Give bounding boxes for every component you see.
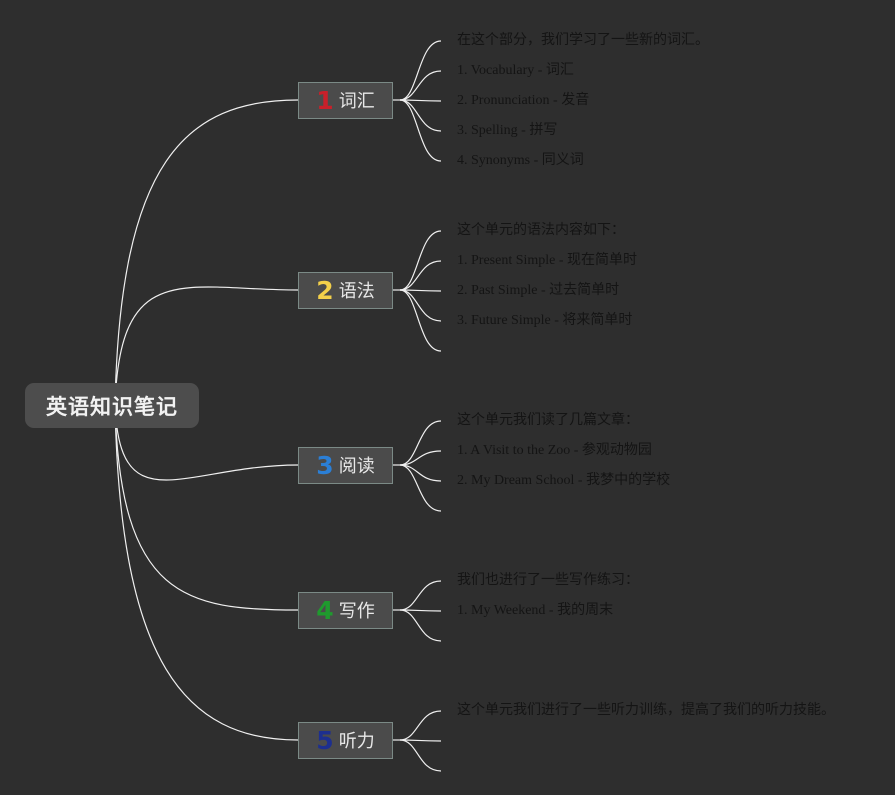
leaf-connector-4-3	[399, 609, 442, 642]
leaf-connector-1-2	[399, 70, 442, 101]
number-badge-icon: 1	[316, 85, 334, 115]
number-badge-icon: 5	[316, 725, 334, 755]
leaf-text[interactable]: 在这个部分，我们学习了一些新的词汇。	[457, 33, 709, 48]
leaf-text[interactable]: 我们也进行了一些写作练习：	[457, 573, 639, 588]
leaf-connector-5-1	[399, 710, 442, 741]
leaf-connector-2-1	[399, 230, 442, 291]
leaf-connector-1-5	[399, 99, 442, 162]
root-connector-3	[114, 404, 299, 481]
number-badge-icon: 3	[316, 450, 334, 480]
leaf-text[interactable]: 4. Synonyms - 同义词	[457, 153, 584, 168]
branch-label: 听力	[338, 731, 375, 752]
root-connector-5	[114, 404, 299, 741]
leaf-connector-1-1	[399, 40, 442, 101]
leaf-text[interactable]: 2. My Dream School - 我梦中的学校	[457, 473, 671, 488]
leaf-connector-1-4	[399, 99, 442, 132]
leaf-connector-4-1	[399, 580, 442, 611]
root-connector-1	[114, 99, 299, 406]
leaf-text[interactable]: 这个单元的语法内容如下：	[457, 223, 625, 238]
number-badge-icon: 2	[316, 275, 334, 305]
leaf-connector-3-4	[399, 464, 442, 512]
branch-label: 阅读	[338, 456, 375, 477]
leaf-connector-2-4	[399, 289, 442, 322]
leaf-text[interactable]: 1. Present Simple - 现在简单时	[457, 253, 638, 268]
branch-label: 语法	[338, 281, 375, 302]
leaf-text[interactable]: 2. Past Simple - 过去简单时	[457, 283, 620, 298]
leaf-text[interactable]: 这个单元我们读了几篇文章：	[457, 413, 639, 428]
branch-label: 词汇	[338, 91, 375, 112]
root-node[interactable]: 英语知识笔记	[25, 383, 199, 428]
leaf-text[interactable]: 3. Spelling - 拼写	[457, 123, 558, 138]
leaf-connector-2-5	[399, 289, 442, 352]
leaf-text[interactable]: 1. Vocabulary - 词汇	[457, 63, 574, 78]
number-badge-icon: 4	[316, 595, 334, 625]
branch-label: 写作	[338, 601, 375, 622]
leaf-text[interactable]: 2. Pronunciation - 发音	[457, 93, 590, 108]
root-title: 英语知识笔记	[46, 394, 178, 419]
root-connector-4	[114, 404, 299, 611]
root-connector-2	[114, 286, 299, 406]
leaf-connector-2-2	[399, 260, 442, 291]
leaf-connector-3-2	[399, 450, 442, 466]
leaf-connector-5-3	[399, 739, 442, 772]
leaf-connector-3-1	[399, 420, 442, 466]
leaf-text[interactable]: 1. My Weekend - 我的周末	[457, 603, 614, 618]
leaf-text[interactable]: 这个单元我们进行了一些听力训练，提高了我们的听力技能。	[457, 703, 835, 718]
leaf-text[interactable]: 3. Future Simple - 将来简单时	[457, 313, 633, 328]
leaf-text[interactable]: 1. A Visit to the Zoo - 参观动物园	[457, 443, 652, 458]
